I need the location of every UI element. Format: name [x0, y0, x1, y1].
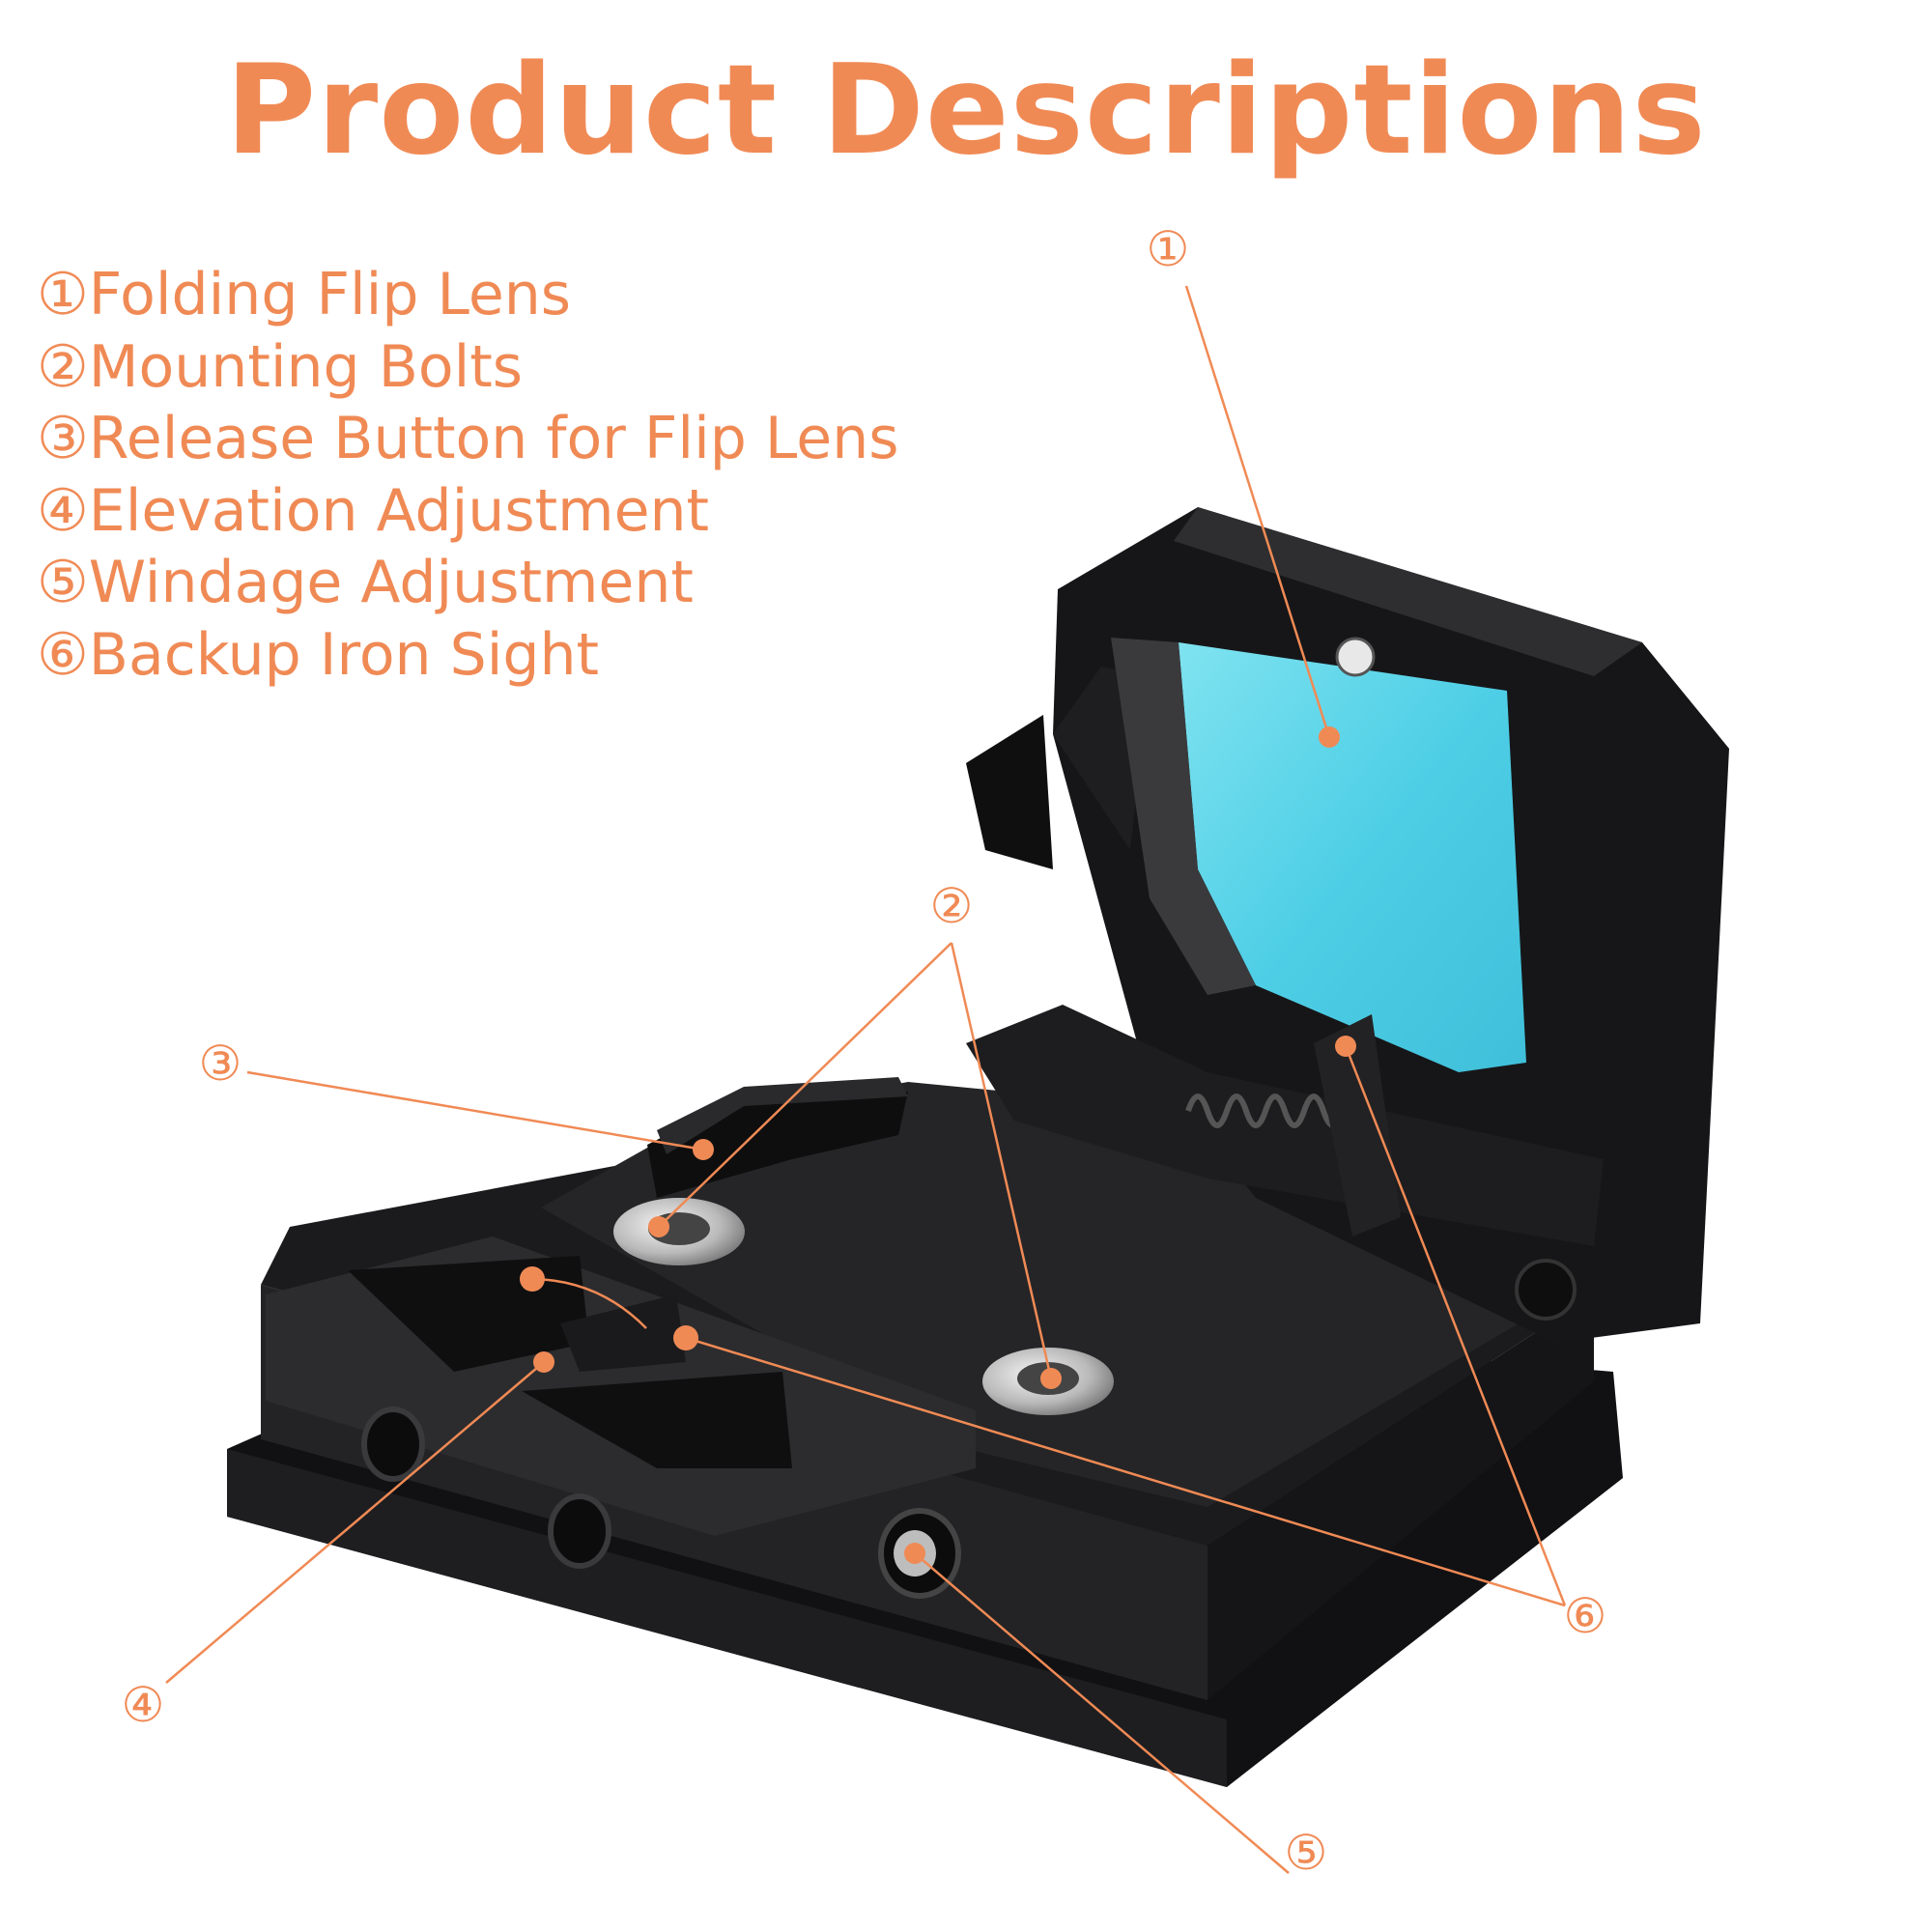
page-title: Product Descriptions [225, 39, 1707, 183]
legend-item-mounting-bolts: ②Mounting Bolts [37, 332, 524, 401]
legend-item-windage-adjustment: ⑤Windage Adjustment [37, 549, 694, 616]
hinge-spring [1185, 1094, 1346, 1128]
callout-4: ④ [122, 1677, 165, 1733]
legend-item-backup-iron-sight: ⑥Backup Iron Sight [37, 620, 600, 689]
callout-dots [520, 726, 1356, 1564]
rear-sight-block [266, 1236, 976, 1536]
legend-item-release-button: ③Release Button for Flip Lens [37, 405, 899, 472]
legend-item-elevation-adjustment: ④Elevation Adjustment [37, 476, 710, 545]
callout-5: ⑤ [1285, 1825, 1328, 1881]
lens-pin-hole [1335, 637, 1376, 677]
side-holes [361, 1406, 611, 1569]
callout-6: ⑥ [1564, 1588, 1607, 1644]
leader-lines [165, 285, 1567, 1874]
legend-item-folding-flip-lens: ①Folding Flip Lens [37, 261, 572, 328]
callout-1: ① [1147, 221, 1190, 277]
lens-glass [1179, 642, 1526, 1072]
feature-legend: ①Folding Flip Lens ②Mounting Bolts ③Rele… [37, 259, 899, 691]
release-button [647, 1077, 908, 1198]
callout-3: ③ [199, 1036, 242, 1092]
hinge-assembly [966, 1005, 1604, 1321]
callout-2: ② [930, 878, 974, 934]
lens-frame-edge [1111, 638, 1256, 995]
